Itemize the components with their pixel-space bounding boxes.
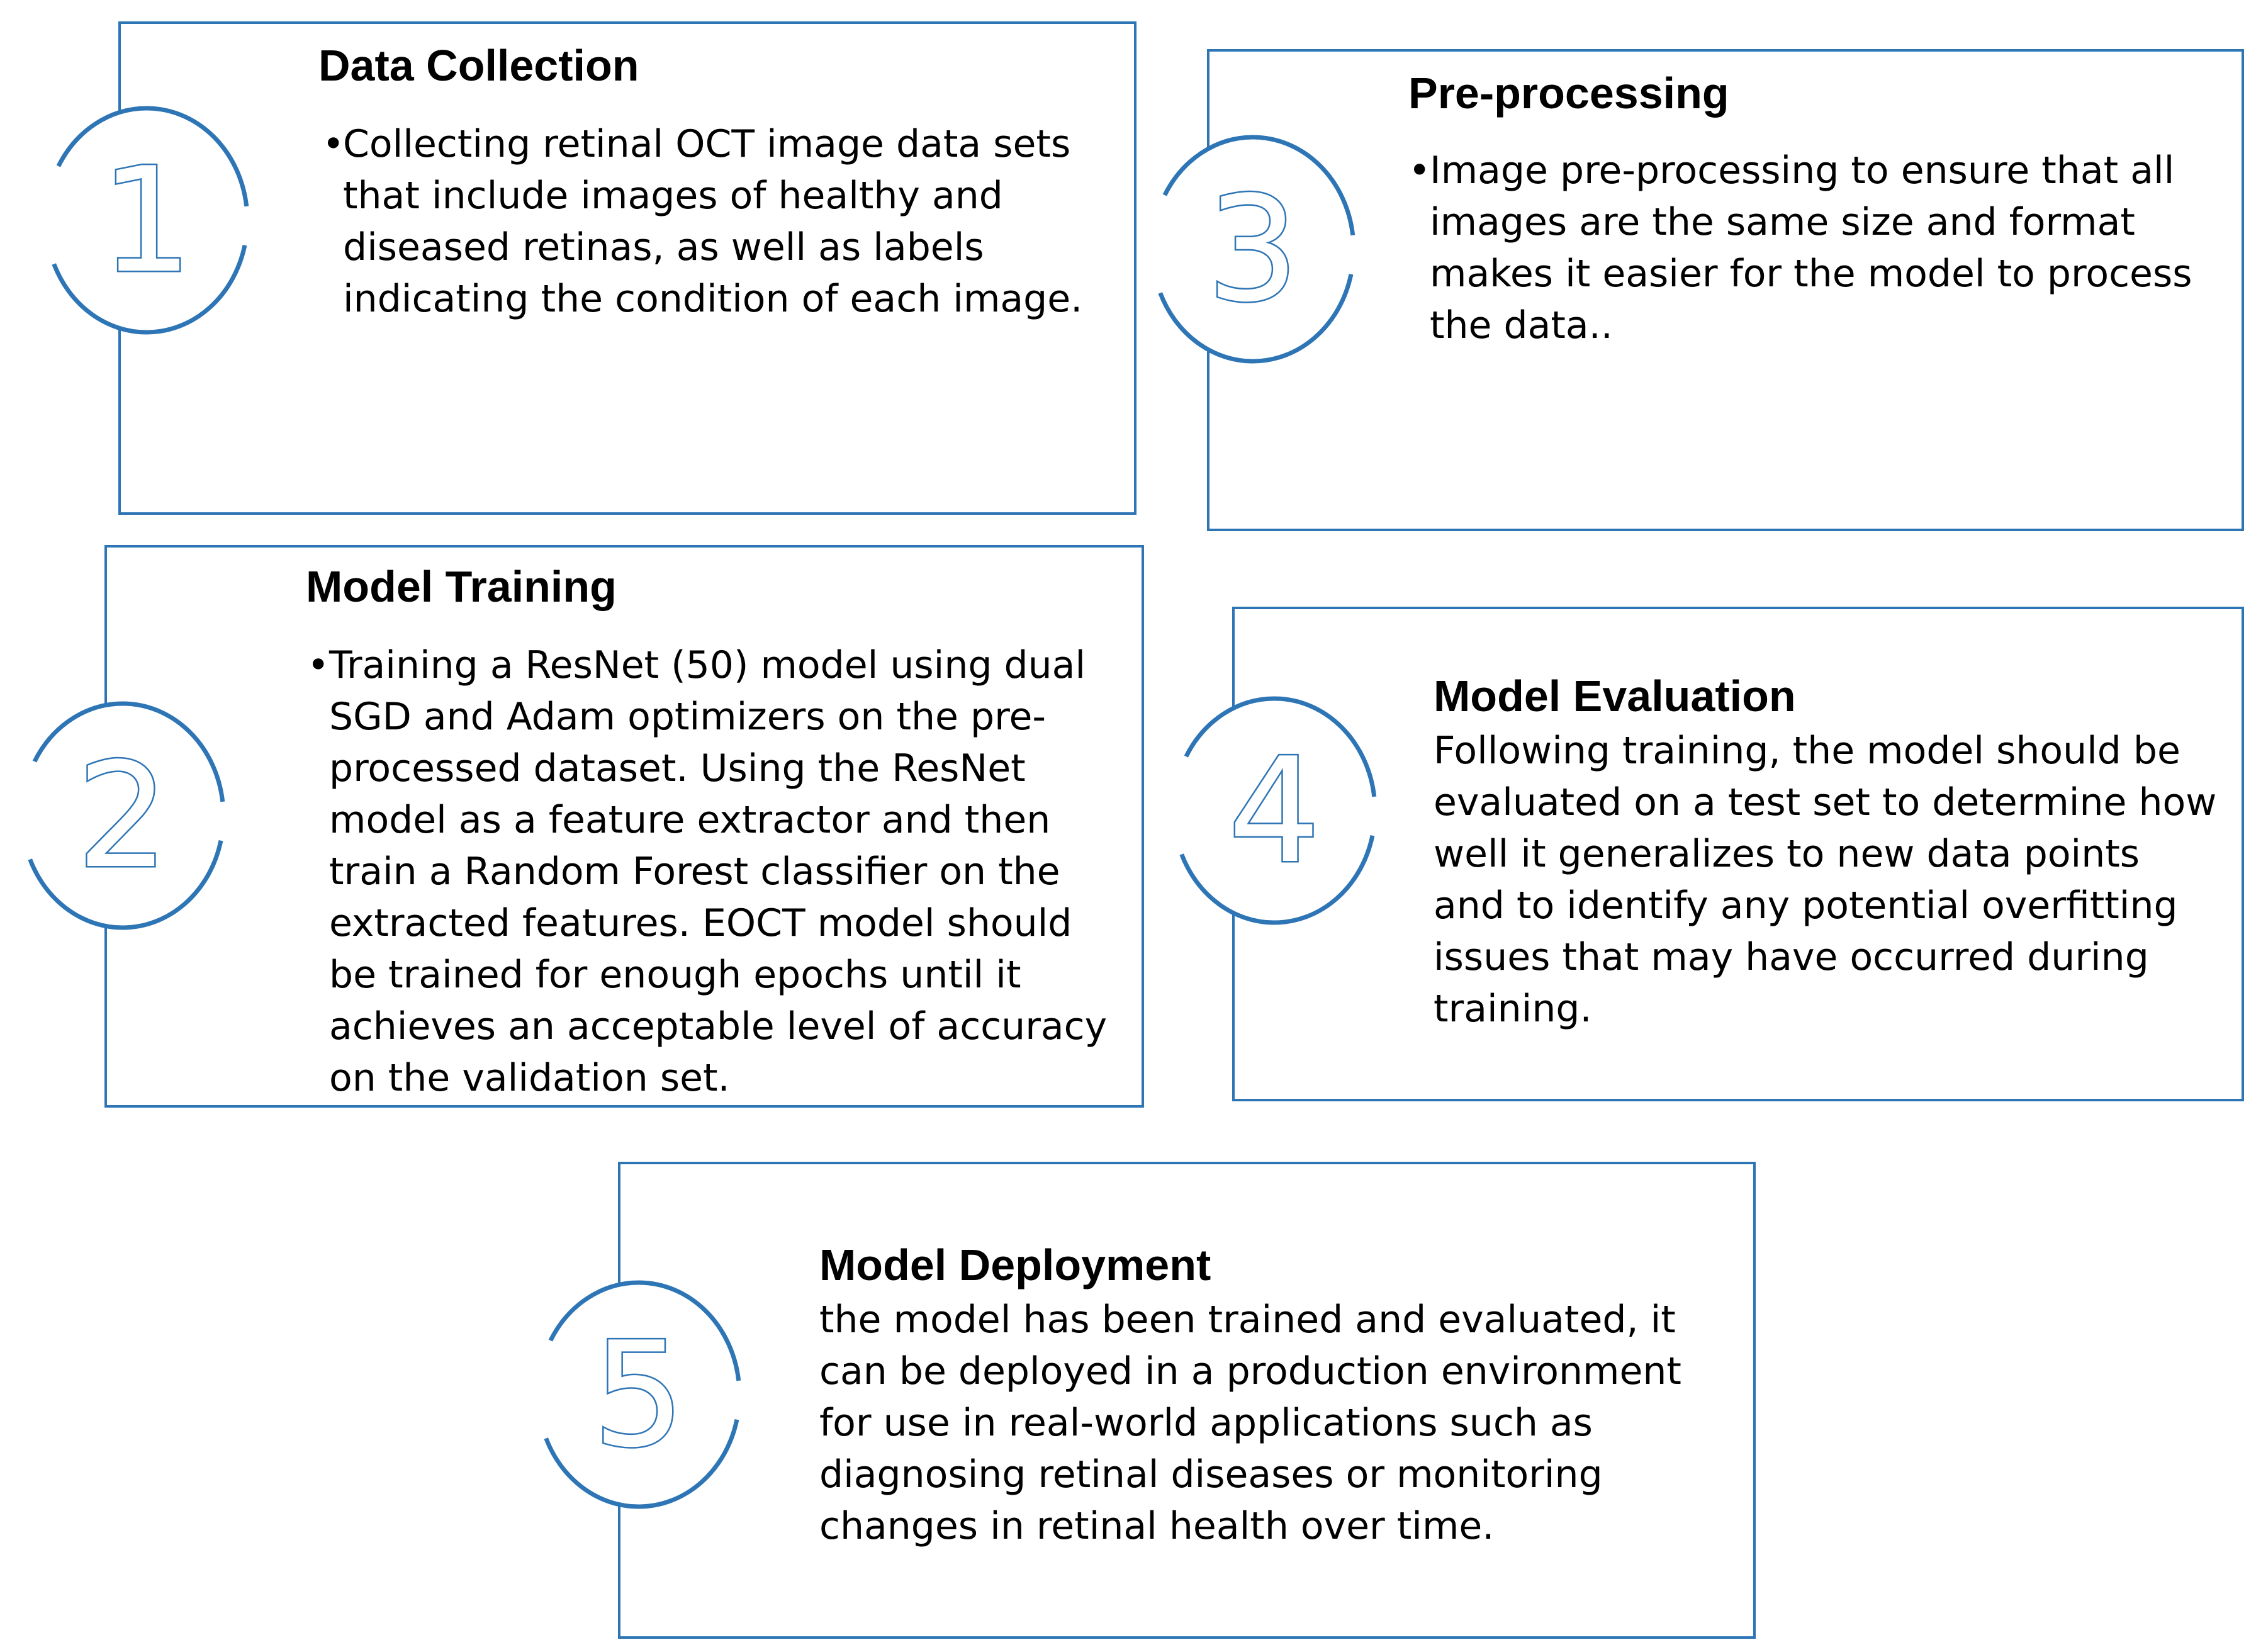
step-card-model-evaluation: [1232, 607, 2244, 1101]
step-number-ring-5: 5: [535, 1275, 743, 1514]
step-title-data-collection: Data Collection: [318, 41, 639, 90]
step-card-pre-processing: [1207, 49, 2244, 531]
step-text-model-deployment: the model has been trained and evaluated…: [819, 1298, 1681, 1548]
step-number-1: 1: [101, 137, 193, 305]
step-card-data-collection: [118, 21, 1136, 515]
step-number-ring-3: 3: [1149, 130, 1357, 369]
step-card-model-training: [104, 545, 1144, 1108]
step-number-3: 3: [1207, 166, 1299, 334]
step-number-ring-2: 2: [19, 696, 227, 935]
step-text-data-collection: Collecting retinal OCT image data sets t…: [343, 122, 1083, 321]
step-number-5: 5: [593, 1312, 685, 1480]
step-card-model-deployment: [618, 1162, 1756, 1639]
step-bullet-pre-processing: •: [1408, 149, 1431, 193]
step-number-ring-4: 4: [1170, 691, 1378, 930]
step-title-model-evaluation: Model Evaluation: [1434, 671, 1796, 721]
step-text-model-training: Training a ResNet (50) model using dual …: [329, 643, 1108, 1100]
step-number-4: 4: [1228, 728, 1320, 896]
step-text-model-evaluation: Following training, the model should be …: [1434, 729, 2217, 1031]
step-number-2: 2: [77, 733, 169, 901]
step-title-model-deployment: Model Deployment: [819, 1240, 1211, 1290]
step-title-pre-processing: Pre-processing: [1408, 69, 1729, 118]
step-bullet-model-training: •: [307, 643, 330, 687]
step-bullet-data-collection: •: [322, 122, 345, 166]
step-title-model-training: Model Training: [306, 562, 617, 611]
step-number-ring-1: 1: [43, 101, 250, 340]
step-text-pre-processing: Image pre-processing to ensure that all …: [1430, 149, 2192, 347]
